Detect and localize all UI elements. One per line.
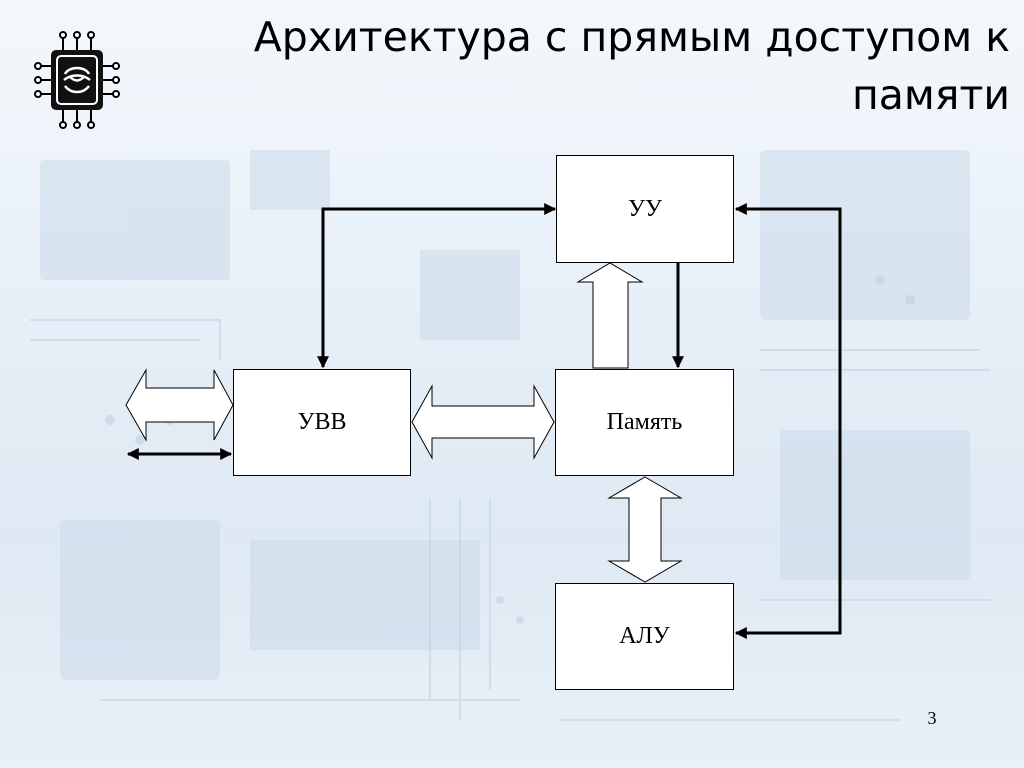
connector-uvv-uu [317, 203, 557, 369]
hollow-arrow-external-uvv [125, 368, 234, 442]
connector-alu-uu [734, 203, 842, 639]
block-uvv-label: УВВ [297, 409, 347, 435]
slide-title: Архитектура с прямым доступом к памяти [253, 13, 1010, 119]
block-alu: АЛУ [555, 583, 734, 690]
hollow-arrow-memory-uu [576, 262, 644, 369]
hollow-arrow-uvv-memory [411, 384, 555, 460]
block-uu: УУ [556, 155, 734, 263]
block-memory: Память [555, 369, 734, 476]
page-number: 3 [927, 708, 937, 728]
chip-logo-icon [34, 31, 120, 129]
block-uu-label: УУ [628, 195, 662, 222]
hollow-arrow-memory-alu [607, 476, 683, 583]
block-memory-label: Память [606, 409, 683, 435]
block-alu-label: АЛУ [619, 623, 670, 649]
block-uvv: УВВ [233, 369, 411, 476]
